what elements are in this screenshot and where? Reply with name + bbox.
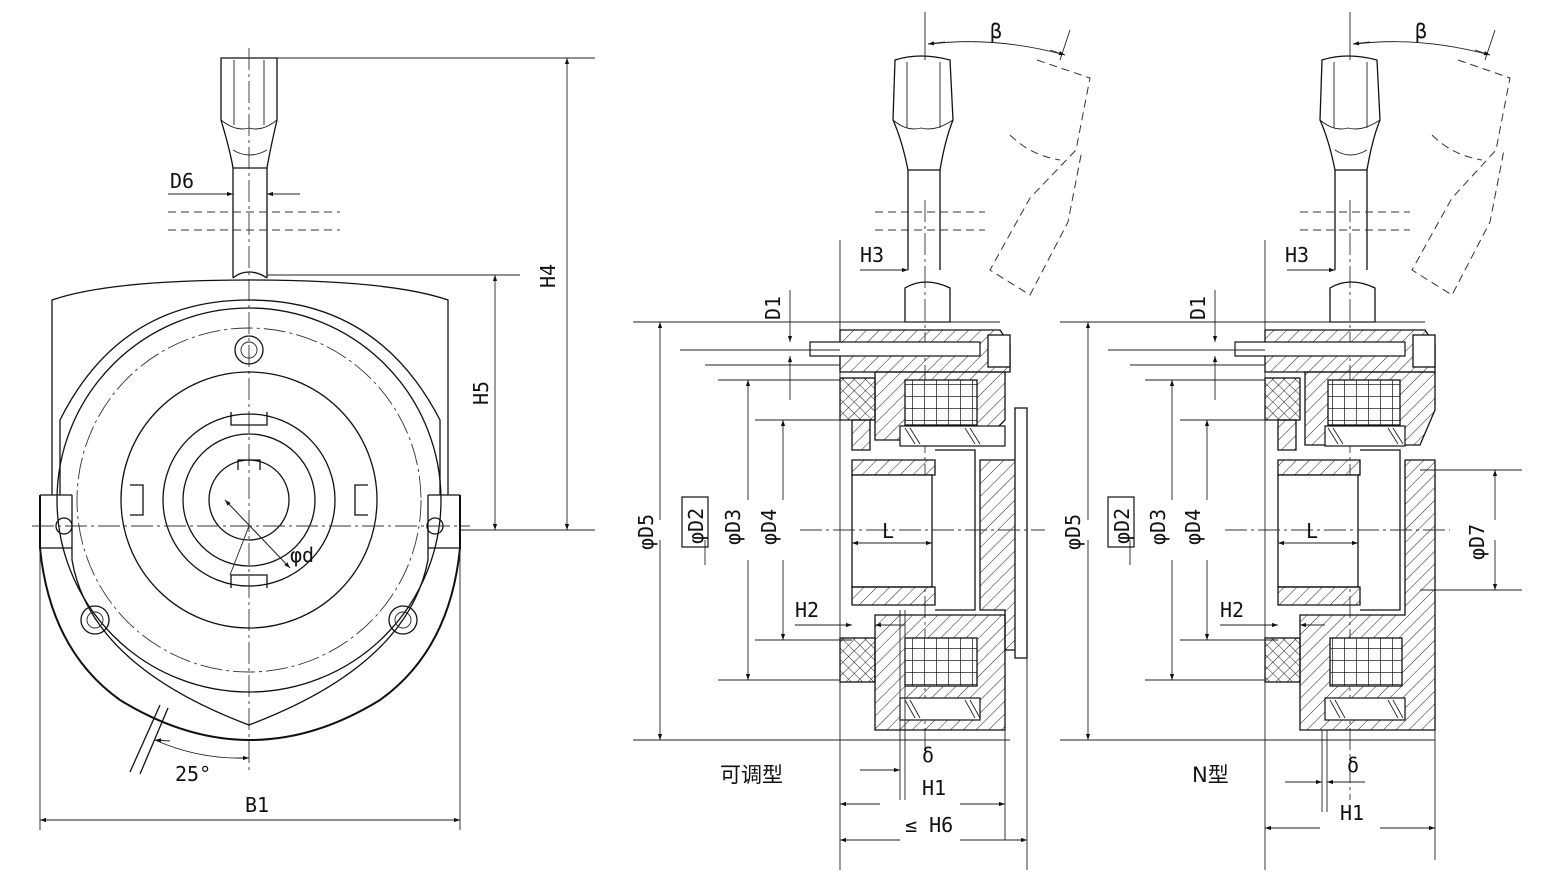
dim-delta-adj: δ — [922, 743, 934, 767]
dim-l-adj: L — [882, 519, 894, 543]
dim-d3-n: φD3 — [1146, 509, 1170, 545]
dim-d6: D6 — [170, 169, 194, 193]
lever-n-type: β — [1319, 12, 1511, 296]
dim-d1-adj: D1 — [761, 296, 785, 320]
dim-beta-n: β — [1415, 19, 1427, 43]
dim-h1-adj: H1 — [922, 776, 946, 800]
dim-angle: 25° — [175, 762, 211, 786]
dim-h4: H4 — [536, 264, 560, 288]
lever-adjustable: β — [892, 12, 1091, 296]
dim-h3-adj: H3 — [860, 243, 884, 267]
dim-l-n: L — [1306, 519, 1318, 543]
brake-housing — [39, 279, 461, 742]
dim-h5: H5 — [469, 381, 493, 405]
dim-d4-adj: φD4 — [757, 509, 781, 545]
dim-h2-n: H2 — [1220, 598, 1244, 622]
dim-d5-adj: φD5 — [634, 514, 658, 550]
release-handle — [220, 57, 278, 279]
dim-d4-n: φD4 — [1181, 509, 1205, 545]
dim-h3-n: H3 — [1285, 243, 1309, 267]
caption-n-type: N型 — [1192, 763, 1229, 787]
dim-d5-n: φD5 — [1061, 514, 1085, 550]
dim-h6-adj: ≤ H6 — [905, 813, 953, 837]
dim-d2-adj: φD2 — [684, 508, 708, 544]
dim-d3-adj: φD3 — [721, 509, 745, 545]
dim-beta-adj: β — [990, 19, 1002, 43]
dim-delta-n: δ — [1347, 753, 1359, 777]
front-view: D6 — [32, 48, 595, 830]
caption-adjustable: 可调型 — [720, 763, 783, 787]
dim-b1: B1 — [245, 793, 269, 817]
dim-bore: φd — [290, 543, 314, 567]
dim-d2-n: φD2 — [1110, 508, 1134, 544]
section-adjustable: β H3 — [633, 12, 1091, 870]
section-n-type: β H3 — [1060, 12, 1522, 870]
dim-d1-n: D1 — [1186, 296, 1210, 320]
dim-h1-n: H1 — [1340, 801, 1364, 825]
dim-h2-adj: H2 — [795, 598, 819, 622]
dim-d7-n: φD7 — [1465, 524, 1489, 560]
